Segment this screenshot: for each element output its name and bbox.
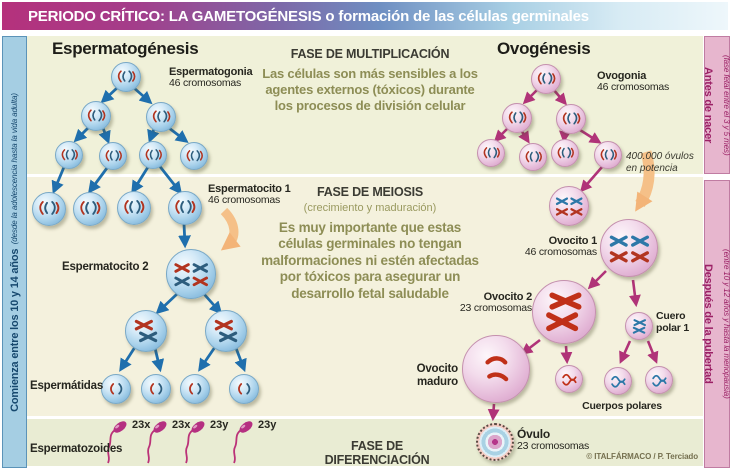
label-cuerpos-polares: Cuerpos polares — [582, 400, 662, 412]
label-sperm-type: 23x — [132, 419, 151, 431]
cell-espermatida — [229, 374, 259, 404]
cell-ovogonia — [477, 139, 505, 167]
cell-ovulo — [476, 423, 514, 461]
label-sperm-type: 23x — [172, 419, 191, 431]
cell-ovogonia — [502, 103, 532, 133]
label-sperm-type: 23y — [258, 419, 277, 431]
cell-espermatogonia — [55, 141, 83, 169]
cell-espermatogonia — [180, 142, 208, 170]
label-ovulos-potencia: 400.000 óvulos en potencia — [626, 151, 694, 174]
cell-ovogonia — [519, 143, 547, 171]
cell-espermatogonia — [111, 62, 141, 92]
cell-espermatogonia — [99, 142, 127, 170]
cell-ovocito1 — [600, 219, 658, 277]
cell-espermatocito1 — [73, 192, 107, 226]
cell-cuerpo-polar — [604, 367, 632, 395]
phase-multiplication-note: Las células son más sensibles a los agen… — [262, 66, 478, 113]
cell-ovogonia — [556, 104, 586, 134]
cell-espermatida — [180, 374, 210, 404]
cell-cuerpo-polar1 — [625, 312, 653, 340]
cell-espermatocito1 — [32, 192, 66, 226]
label-ovocito-maduro: Ovocito maduro — [416, 363, 459, 388]
credit-text: © ITALFÁRMACO / P. Terciado — [586, 452, 698, 461]
cell-ovocito-maduro — [462, 335, 530, 403]
cell-ovocito2 — [532, 280, 596, 344]
timeline-left-text: Comienza entre los 10 y 14 años (desde l… — [8, 92, 21, 412]
cell-pre-ovocito — [549, 186, 589, 226]
cell-espermatogonia — [139, 141, 167, 169]
cell-espermatocito2-daughter — [125, 310, 167, 352]
cell-ovogonia — [594, 141, 622, 169]
differentiation-band — [27, 419, 703, 466]
cell-espermatogonia — [81, 101, 111, 131]
cell-espermatocito2 — [166, 249, 216, 299]
page-title: PERIODO CRÍTICO: LA GAMETOGÉNESIS o form… — [28, 7, 589, 25]
label-sperm-type: 23y — [210, 419, 229, 431]
oogenesis-title: Ovogénesis — [497, 39, 591, 58]
spermatogenesis-title: Espermatogénesis — [52, 39, 199, 58]
cell-ovogonia — [551, 139, 579, 167]
phase-meiosis-note: Es muy importante que estas células germ… — [261, 220, 479, 301]
label-cuerpo-polar1: Cuero polar 1 — [656, 310, 690, 334]
label-espermatocito2: Espermatocito 2 — [62, 261, 149, 273]
cell-espermatocito2-daughter — [205, 310, 247, 352]
cell-espermatida — [101, 374, 131, 404]
header-bar: PERIODO CRÍTICO: LA GAMETOGÉNESIS o form… — [2, 2, 728, 30]
timeline-band-after-puberty: Después de la pubertad (entre 10 y 12 añ… — [702, 180, 730, 468]
cell-espermatogonia — [146, 102, 176, 132]
timeline-band-left: Comienza entre los 10 y 14 años (desde l… — [2, 36, 27, 468]
cell-espermatocito1 — [168, 191, 202, 225]
timeline-before-birth-text: Antes de nacer (fase fetal entre el 3 y … — [702, 54, 730, 156]
cell-espermatocito1 — [117, 191, 151, 225]
phase-multiplication-title: FASE DE MULTIPLICACIÓN — [290, 47, 450, 61]
phase-differentiation-title: FASE DE DIFERENCIACIÓN — [324, 439, 430, 467]
cell-espermatida — [141, 374, 171, 404]
label-espermatozoides: Espermatozoides — [30, 443, 123, 455]
cell-cuerpo-polar — [645, 366, 673, 394]
timeline-after-puberty-text: Después de la pubertad (entre 10 y 12 añ… — [702, 249, 730, 399]
label-espermatidas: Espermátidas — [30, 380, 104, 392]
timeline-band-before-birth: Antes de nacer (fase fetal entre el 3 y … — [702, 36, 730, 174]
cell-cuerpo-polar — [555, 365, 583, 393]
phase-meiosis-subtitle: (crecimiento y maduración) — [303, 202, 437, 214]
cell-ovogonia — [531, 64, 561, 94]
phase-meiosis-title: FASE DE MEIOSIS — [316, 185, 424, 199]
